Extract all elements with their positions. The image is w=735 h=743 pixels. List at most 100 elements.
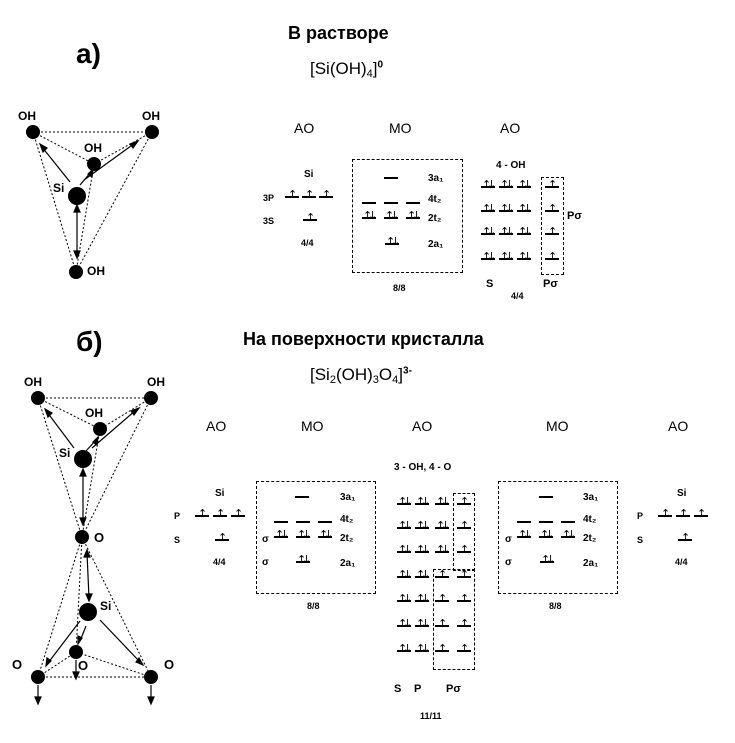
b-right-mo-3a1: 3a₁ [583,492,599,503]
atom-oh-bottom [69,265,83,279]
structure-b-arrows [34,406,155,706]
orbital-2t2: ↑↓ [406,209,422,222]
b-left-mo-box [256,481,376,594]
orbital-oh-p: ↑↓ [517,225,533,238]
atom-b-o-center [75,530,89,544]
label-b-si-lower: Si [100,599,112,613]
section-b-formula: [Si2(OH)3O4]3- [310,365,412,386]
mo-level-3a1 [295,496,309,498]
orbital-ligand-p: ↑↓ [415,519,431,532]
section-b-letter: б) [76,326,103,357]
atom-si [68,187,86,205]
orbital-ligand-psigma: ↑ [457,519,471,537]
orbital-ligand-s: ↑↓ [397,495,413,508]
mo-level-4t2 [517,521,531,523]
col-b-ao-1: AO [206,418,227,434]
b-psigma-box-bottom [433,569,475,670]
label-b-o-bottom-right: O [164,657,175,672]
atom-b-o-bottom-mid [69,645,83,659]
orbital-ligand-p: ↑↓ [415,592,431,605]
b-ligand-count: 11/11 [420,711,442,721]
section-b-heading: На поверхности кристалла [243,329,484,349]
section-a-letter: а) [76,38,101,69]
structure-a-arrows [38,139,140,260]
orbital-ligand-p: ↑↓ [435,519,451,532]
label-a-oh-tr: OH [142,109,160,123]
mo-level-3a1 [539,496,553,498]
label-a-oh-mid: OH [84,141,102,155]
section-a-formula: [Si(OH)4]0 [310,59,384,80]
mo-level-4t2 [406,202,420,204]
col-a-ao-left: AO [294,120,315,136]
col-b-mo-2: MO [546,418,569,434]
a-psigma: Pσ [567,210,582,222]
orbital-2t2: ↑↓ [274,528,290,541]
label-a-si: Si [53,181,65,195]
orbital-2t2: ↑↓ [296,528,312,541]
label-b-si-upper: Si [59,446,71,460]
col-b-ao-3: AO [668,418,689,434]
structure-a-atoms [26,125,159,279]
orbital-ligand-psigma: ↑ [435,617,449,635]
orbital-ligand-p: ↑↓ [435,495,451,508]
atom-b-oh-top-right [144,391,158,405]
label-b-oh-tr: OH [147,375,165,389]
b-left-mo-4t2: 4t₂ [340,514,354,525]
atom-b-oh-mid [93,422,107,436]
orbital-s: ↑ [215,531,229,549]
b-bottom-psigma: Pσ [446,683,461,695]
orbital-2t2: ↑↓ [561,528,577,541]
b-right-mo-box [498,481,618,594]
orbital-3p: ↑ [319,188,333,206]
orbital-ligand-p: ↑↓ [415,642,431,655]
label-a-oh-bottom: OH [87,264,105,278]
orbital-oh-psigma: ↑ [545,178,559,196]
orbital-p: ↑ [213,507,227,525]
orbital-ligand-p: ↑↓ [415,543,431,556]
orbital-ligand-psigma: ↑ [435,642,449,660]
col-b-mo-1: MO [301,418,324,434]
b-right-mo-2t2: 2t₂ [583,533,597,544]
a-oh-s: S [486,278,494,290]
a-mo-2a1: 2a₁ [428,239,444,250]
orbital-ligand-s: ↑↓ [397,543,413,556]
structure-b-lines [37,397,152,678]
structure-b-atoms [31,391,158,684]
label-b-o-bottom-mid: O [78,658,89,673]
col-b-ao-2: AO [412,418,433,434]
orbital-p: ↑ [694,507,708,525]
mo-level-4t2 [561,521,575,523]
atom-oh-mid [87,157,101,171]
atom-oh-top-left [26,125,40,139]
a-oh-count: 4/4 [511,291,524,301]
orbital-p: ↑ [231,507,245,525]
label-b-oh-mid: OH [85,406,103,420]
orbital-p: ↑ [658,507,672,525]
b-bottom-p: P [414,683,422,695]
orbital-ligand-s: ↑↓ [397,617,413,630]
orbital-2t2: ↑↓ [362,209,378,222]
atom-b-si-lower [79,603,97,621]
orbital-ligand-psigma: ↑ [435,592,449,610]
orbital-ligand-s: ↑↓ [397,568,413,581]
b-right-mo-2a1: 2a₁ [583,558,599,569]
orbital-oh-p: ↑↓ [517,202,533,215]
orbital-oh-p: ↑↓ [481,202,497,215]
col-a-ao-right: AO [500,120,521,136]
b-right-level-s: S [637,535,644,545]
a-mo-4t2: 4t₂ [428,194,442,205]
b-left-sigma-1: σ [262,534,269,545]
a-level-3p: 3P [263,193,275,203]
orbital-oh-p: ↑↓ [481,250,497,263]
col-a-mo: MO [389,120,412,136]
b-right-mo-4t2: 4t₂ [583,514,597,525]
b-right-sigma-2: σ [505,557,512,568]
b-left-mo-count: 8/8 [307,601,320,611]
b-right-level-p: P [637,511,644,521]
orbital-ligand-p: ↑↓ [415,617,431,630]
orbital-2a1: ↑↓ [296,553,312,566]
atom-b-si-upper [74,450,92,468]
orbital-3p: ↑ [285,188,299,206]
orbital-oh-psigma: ↑ [545,250,559,268]
atom-b-oh-top-left [31,391,45,405]
